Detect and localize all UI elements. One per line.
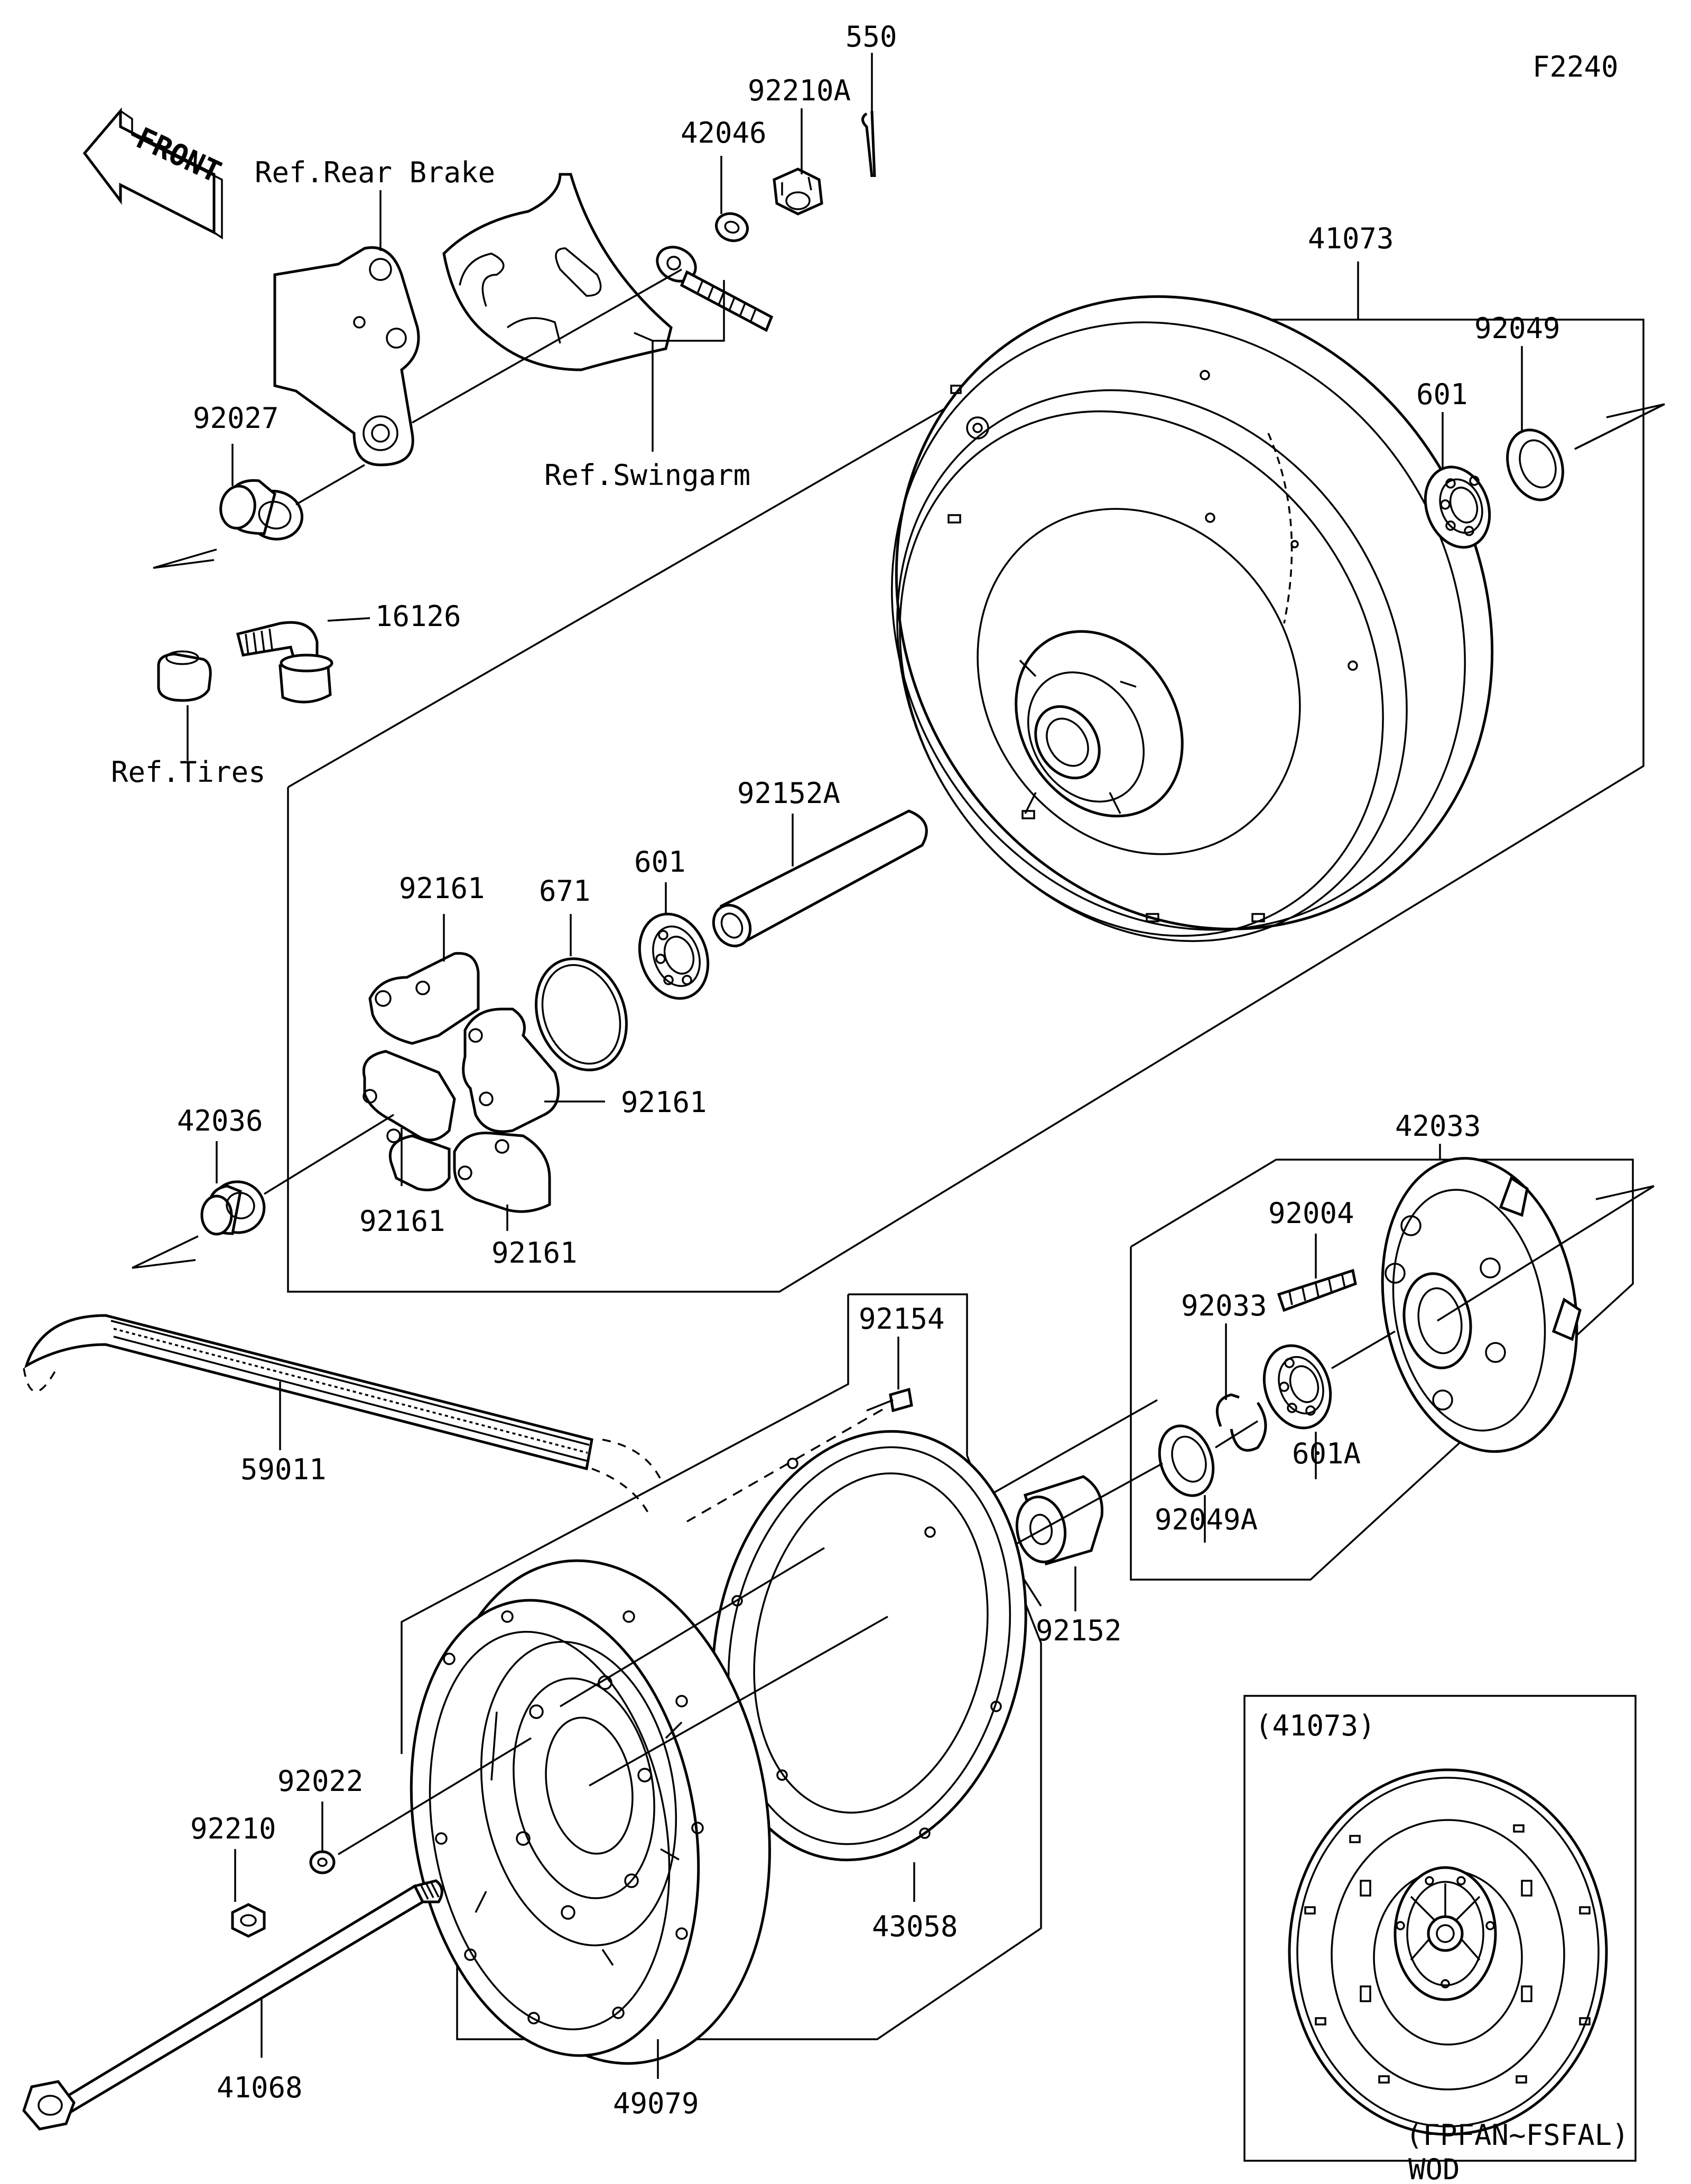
axle-41068 bbox=[22, 1879, 443, 2131]
inset-part-ref: (41073) bbox=[1255, 1709, 1376, 1742]
part-label-92161-top: 92161 bbox=[399, 872, 485, 905]
bearing-601-mid bbox=[638, 912, 710, 1000]
damper-92161-bottom bbox=[453, 1131, 551, 1213]
part-label-42033: 42033 bbox=[1395, 1109, 1481, 1143]
part-label-92161-right: 92161 bbox=[621, 1086, 707, 1119]
ref-rear-brake-label: Ref.Rear Brake bbox=[255, 156, 495, 189]
bearing-601-top bbox=[1424, 465, 1491, 549]
seal-92049 bbox=[1506, 428, 1564, 501]
seal-92049A bbox=[1158, 1424, 1215, 1497]
part-label-92027: 92027 bbox=[193, 402, 279, 435]
part-label-601-mid: 601 bbox=[634, 845, 686, 879]
part-label-92154: 92154 bbox=[859, 1302, 945, 1336]
damper-92161-extra bbox=[388, 1134, 451, 1191]
chain-adjuster-bolt bbox=[656, 246, 774, 332]
valve-16126 bbox=[236, 621, 333, 704]
part-label-92033: 92033 bbox=[1181, 1289, 1267, 1322]
part-label-16126: 16126 bbox=[375, 600, 461, 633]
part-label-92022: 92022 bbox=[277, 1765, 364, 1798]
inset-range: (FPFAN~FSFAL) bbox=[1406, 2118, 1629, 2152]
damper-92161-left bbox=[362, 1050, 456, 1143]
cotter-pin-550 bbox=[861, 110, 876, 178]
circlip-92033 bbox=[1215, 1393, 1267, 1452]
part-label-41068: 41068 bbox=[217, 2071, 303, 2104]
washer-92022 bbox=[309, 1850, 336, 1874]
damper-92161-right bbox=[462, 1007, 560, 1133]
cast-wheel-41073 bbox=[891, 295, 1494, 942]
label-leaders bbox=[187, 53, 1523, 2079]
part-label-92161-bottom: 92161 bbox=[491, 1236, 578, 1270]
bolt-92154 bbox=[866, 1387, 913, 1413]
part-label-41073: 41073 bbox=[1308, 222, 1394, 255]
damper-92161-top bbox=[368, 951, 480, 1045]
front-arrow-icon: FRONT bbox=[82, 107, 226, 240]
part-label-92004: 92004 bbox=[1268, 1197, 1354, 1230]
sprocket-43058 bbox=[711, 1430, 1027, 1862]
part-label-92210: 92210 bbox=[190, 1812, 276, 1845]
part-label-92049A: 92049A bbox=[1155, 1503, 1258, 1536]
stud-92004 bbox=[1277, 1268, 1357, 1312]
drive-belt-59011 bbox=[23, 1314, 662, 1517]
swingarm-end bbox=[442, 173, 673, 371]
rear-brake-bracket bbox=[273, 246, 420, 466]
part-label-42046: 42046 bbox=[681, 116, 767, 150]
ref-swingarm-label: Ref.Swingarm bbox=[544, 459, 750, 492]
part-label-92152A: 92152A bbox=[737, 777, 840, 810]
part-label-92049: 92049 bbox=[1474, 312, 1560, 345]
valve-cap bbox=[157, 650, 212, 702]
part-label-49079: 49079 bbox=[613, 2087, 699, 2120]
pulley-49079 bbox=[410, 1559, 771, 2065]
washer-42046 bbox=[715, 212, 749, 242]
figure-code: F2240 bbox=[1532, 50, 1619, 83]
hub-assembly-box bbox=[1130, 1159, 1634, 1581]
part-label-59011: 59011 bbox=[240, 1453, 327, 1486]
inset-box bbox=[1243, 1695, 1637, 2162]
part-label-671: 671 bbox=[539, 874, 591, 908]
part-label-92161-left: 92161 bbox=[359, 1205, 445, 1238]
sprocket-box bbox=[848, 1293, 968, 1455]
part-label-92152: 92152 bbox=[1036, 1614, 1122, 1647]
bearing-601A bbox=[1262, 1344, 1332, 1430]
collar-92027 bbox=[219, 479, 304, 541]
part-label-601A: 601A bbox=[1292, 1437, 1361, 1470]
nut-92210 bbox=[231, 1903, 266, 1938]
collar-42036 bbox=[200, 1180, 266, 1236]
part-label-42036: 42036 bbox=[177, 1104, 263, 1137]
part-label-601-top: 601 bbox=[1416, 378, 1468, 411]
ref-tires-label: Ref.Tires bbox=[111, 755, 266, 789]
part-label-43058: 43058 bbox=[872, 1910, 958, 1943]
spacer-92152A bbox=[712, 809, 928, 948]
part-label-550: 550 bbox=[846, 20, 897, 53]
inset-caption: WOD bbox=[1408, 2153, 1460, 2184]
castle-nut-92210A bbox=[773, 167, 823, 216]
coupling-42033 bbox=[1381, 1156, 1582, 1453]
part-label-92210A: 92210A bbox=[748, 74, 851, 107]
o-ring-671 bbox=[535, 957, 628, 1071]
